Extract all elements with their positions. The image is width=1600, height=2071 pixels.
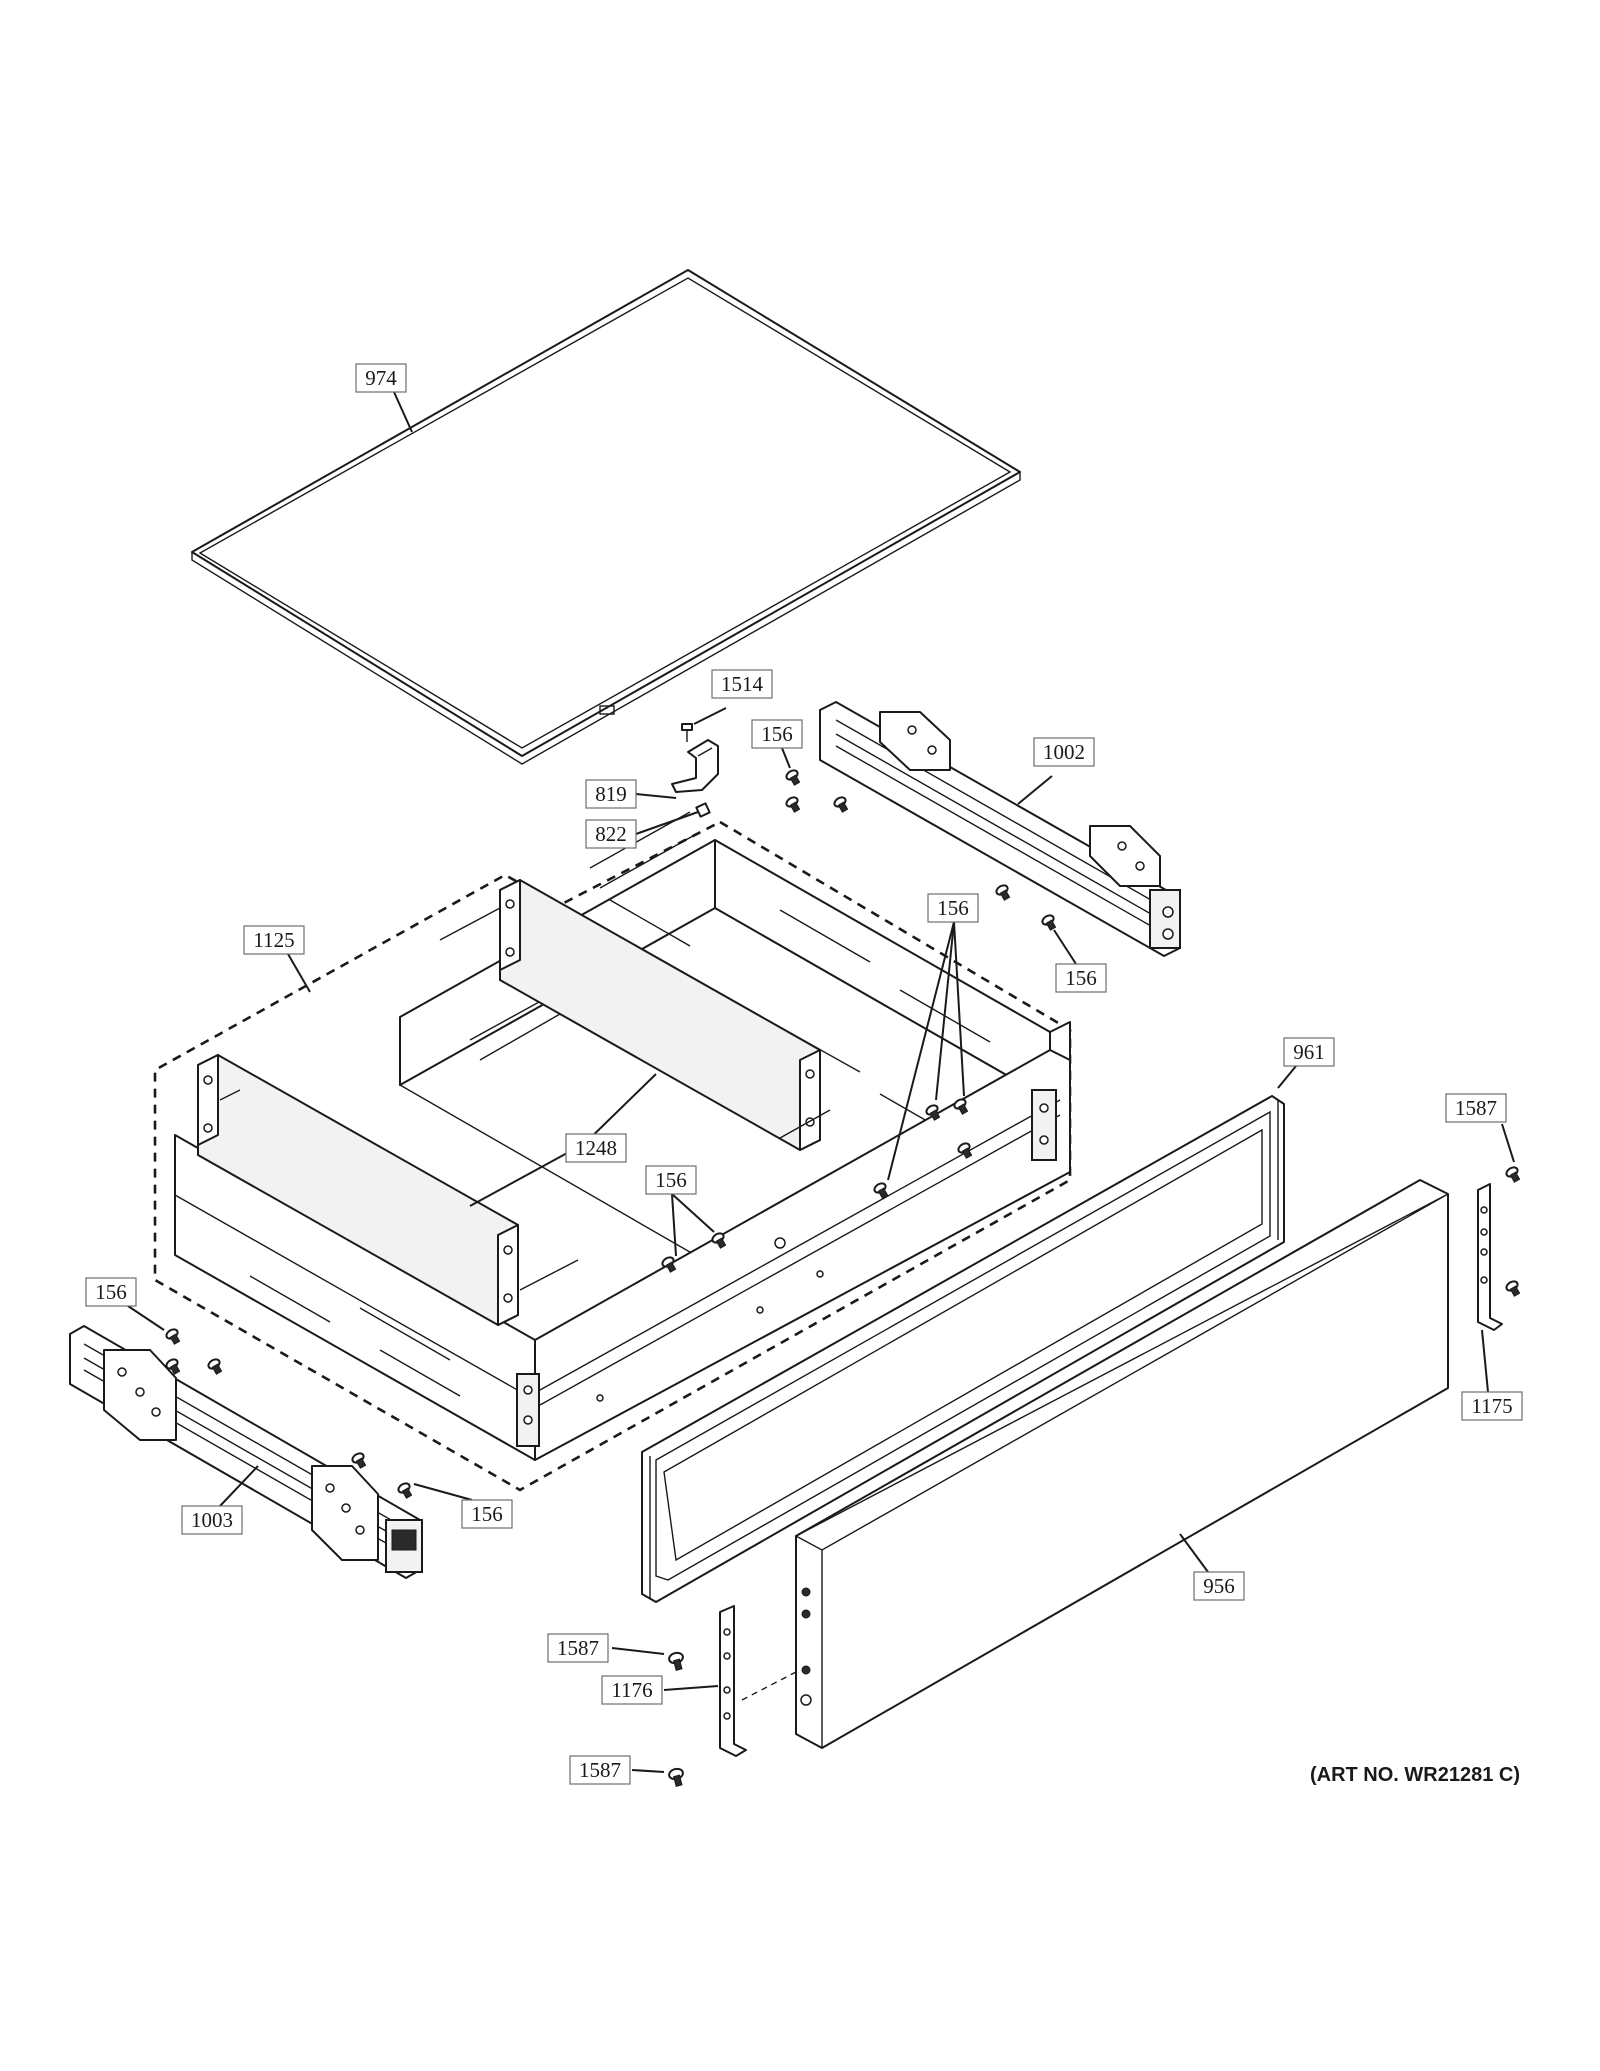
screw-group-center bbox=[661, 1098, 973, 1273]
part-819-bracket bbox=[671, 739, 719, 793]
callout-961-text: 961 bbox=[1293, 1040, 1325, 1064]
part-822-clip bbox=[695, 802, 711, 818]
callout-961: 961 bbox=[1283, 1037, 1335, 1067]
callout-156-mid: 156 bbox=[927, 893, 979, 923]
callout-156-right: 156 bbox=[1055, 963, 1107, 993]
callout-1003-text: 1003 bbox=[191, 1508, 233, 1532]
callout-156-left-text: 156 bbox=[95, 1280, 127, 1304]
callout-1002: 1002 bbox=[1033, 737, 1095, 767]
screw-group-left bbox=[165, 1328, 413, 1499]
callout-156-top-text: 156 bbox=[761, 722, 793, 746]
leader-lines bbox=[127, 391, 1515, 1773]
callout-819-text: 819 bbox=[595, 782, 627, 806]
callout-156-bottom: 156 bbox=[461, 1499, 513, 1529]
callout-974-text: 974 bbox=[365, 366, 397, 390]
callout-1587-bottom-text: 1587 bbox=[579, 1758, 621, 1782]
callout-1003: 1003 bbox=[181, 1505, 243, 1535]
art-number: (ART NO. WR21281 C) bbox=[1309, 1764, 1520, 1786]
part-956-door-panel bbox=[794, 1179, 1449, 1749]
part-961-door-frame bbox=[641, 1095, 1285, 1603]
callout-156-top: 156 bbox=[751, 719, 803, 749]
callout-1175: 1175 bbox=[1461, 1391, 1523, 1421]
callout-1587-right: 1587 bbox=[1445, 1093, 1507, 1123]
part-974-top-panel bbox=[191, 269, 1021, 765]
screw-group-right bbox=[1505, 1166, 1521, 1297]
callout-1514-text: 1514 bbox=[721, 672, 764, 696]
callout-156-bottom-text: 156 bbox=[471, 1502, 503, 1526]
callout-1587-bottom: 1587 bbox=[569, 1755, 631, 1785]
callout-156-center-text: 156 bbox=[655, 1168, 687, 1192]
screw-group-upper bbox=[785, 769, 1057, 931]
callout-819: 819 bbox=[585, 779, 637, 809]
callout-1125-text: 1125 bbox=[253, 928, 294, 952]
screw-group-lower bbox=[668, 1651, 684, 1787]
part-1002-right-rail bbox=[819, 701, 1181, 957]
callout-974: 974 bbox=[355, 363, 407, 393]
part-1003-left-rail bbox=[69, 1325, 423, 1579]
callout-956: 956 bbox=[1193, 1571, 1245, 1601]
callout-1587-lower-text: 1587 bbox=[557, 1636, 599, 1660]
callout-1587-right-text: 1587 bbox=[1455, 1096, 1497, 1120]
part-1514-screw bbox=[681, 723, 693, 742]
callout-156-mid-text: 156 bbox=[937, 896, 969, 920]
callout-1248-text: 1248 bbox=[575, 1136, 617, 1160]
callout-156-left: 156 bbox=[85, 1277, 137, 1307]
callout-1514: 1514 bbox=[711, 669, 773, 699]
callout-1176: 1176 bbox=[601, 1675, 663, 1705]
callout-956-text: 956 bbox=[1203, 1574, 1235, 1598]
callout-156-right-text: 156 bbox=[1065, 966, 1097, 990]
callout-1002-text: 1002 bbox=[1043, 740, 1085, 764]
part-1176-bracket bbox=[719, 1605, 797, 1757]
callout-156-center: 156 bbox=[645, 1165, 697, 1195]
callout-1176-text: 1176 bbox=[611, 1678, 652, 1702]
callout-822-text: 822 bbox=[595, 822, 627, 846]
part-1175-bracket bbox=[1477, 1183, 1503, 1331]
callout-1248: 1248 bbox=[565, 1133, 627, 1163]
callout-1175-text: 1175 bbox=[1471, 1394, 1512, 1418]
part-1248-dividers bbox=[197, 878, 831, 1327]
callout-1125: 1125 bbox=[243, 925, 305, 955]
callout-1587-lower: 1587 bbox=[547, 1633, 609, 1663]
callout-822: 822 bbox=[585, 819, 637, 849]
